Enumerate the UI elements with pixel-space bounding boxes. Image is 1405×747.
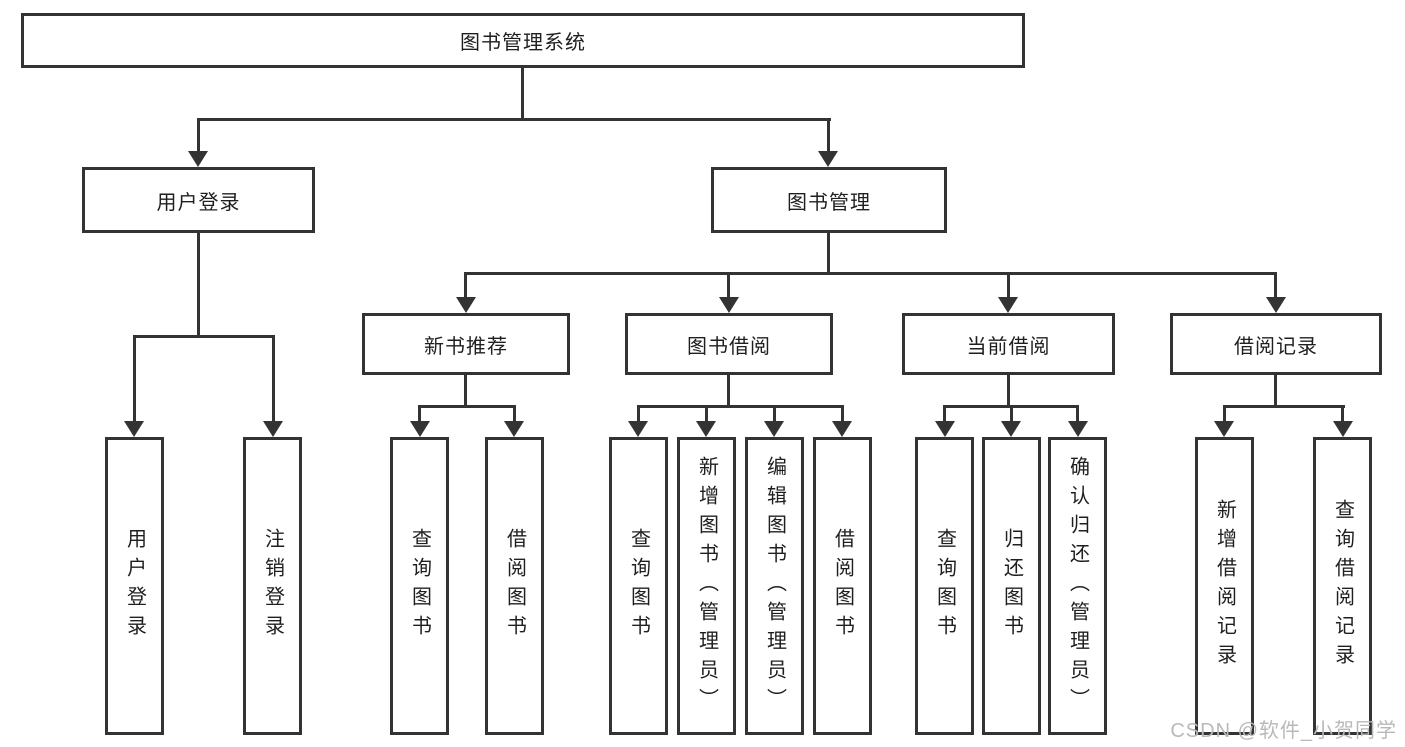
arrow-down-icon [935, 421, 955, 437]
node-new-book-recommendation: 新书推荐 [362, 313, 570, 375]
arrow-down-icon [1068, 421, 1088, 437]
connector-line [827, 118, 830, 154]
connector-line [1341, 405, 1344, 423]
connector-line [133, 335, 275, 338]
leaf-label: 新增图书（管理员） [695, 455, 718, 717]
leaf-logout: 注销登录 [243, 437, 302, 735]
connector-line [521, 68, 524, 120]
leaf-return-books: 归还图书 [982, 437, 1041, 735]
arrow-down-icon [188, 151, 208, 167]
leaf-add-borrow-record: 新增借阅记录 [1195, 437, 1254, 735]
connector-line [1007, 272, 1010, 299]
connector-line [727, 375, 730, 405]
connector-line [637, 405, 640, 423]
leaf-query-books-recommend: 查询图书 [390, 437, 449, 735]
csdn-watermark: CSDN @软件_小贺同学 [1170, 720, 1397, 742]
connector-line [943, 405, 946, 423]
node-library-management-system: 图书管理系统 [21, 13, 1025, 68]
arrow-down-icon [832, 421, 852, 437]
node-book-management: 图书管理 [711, 167, 947, 233]
leaf-edit-books-admin: 编辑图书（管理员） [745, 437, 804, 735]
arrow-down-icon [456, 297, 476, 313]
arrow-down-icon [998, 297, 1018, 313]
arrow-down-icon [818, 151, 838, 167]
leaf-label: 查询借阅记录 [1331, 499, 1354, 673]
leaf-label: 编辑图书（管理员） [763, 455, 786, 717]
leaf-query-books-borrowing: 查询图书 [609, 437, 668, 735]
arrow-down-icon [1266, 297, 1286, 313]
connector-line [841, 405, 844, 423]
leaf-label: 查询图书 [933, 528, 956, 644]
connector-line [1007, 375, 1010, 405]
connector-line [1223, 405, 1226, 423]
connector-line [133, 335, 136, 423]
connector-line [464, 375, 467, 405]
arrow-down-icon [696, 421, 716, 437]
leaf-label: 借阅图书 [503, 528, 526, 644]
leaf-label: 新增借阅记录 [1213, 499, 1236, 673]
connector-line [637, 405, 844, 408]
leaf-label: 确认归还（管理员） [1066, 455, 1089, 717]
connector-line [1223, 405, 1345, 408]
connector-line [464, 272, 467, 299]
arrow-down-icon [410, 421, 430, 437]
leaf-query-books-current: 查询图书 [915, 437, 974, 735]
node-book-borrowing: 图书借阅 [625, 313, 833, 375]
connector-line [1010, 405, 1013, 423]
connector-line [513, 405, 516, 423]
connector-line [197, 233, 200, 335]
connector-line [197, 118, 200, 154]
connector-line [464, 272, 1277, 275]
arrow-down-icon [1333, 421, 1353, 437]
leaf-add-books-admin: 新增图书（管理员） [677, 437, 736, 735]
connector-line [1274, 375, 1277, 405]
leaf-label: 归还图书 [1000, 528, 1023, 644]
leaf-query-borrow-record: 查询借阅记录 [1313, 437, 1372, 735]
connector-line [773, 405, 776, 423]
arrow-down-icon [628, 421, 648, 437]
arrow-down-icon [719, 297, 739, 313]
connector-line [197, 118, 831, 121]
arrow-down-icon [1214, 421, 1234, 437]
arrow-down-icon [1001, 421, 1021, 437]
connector-line [418, 405, 516, 408]
leaf-label: 用户登录 [123, 528, 146, 644]
leaf-label: 注销登录 [261, 528, 284, 644]
arrow-down-icon [504, 421, 524, 437]
leaf-label: 借阅图书 [831, 528, 854, 644]
arrow-down-icon [764, 421, 784, 437]
connector-line [705, 405, 708, 423]
connector-line [1274, 272, 1277, 299]
node-borrowing-records: 借阅记录 [1170, 313, 1382, 375]
connector-line [1076, 405, 1079, 423]
connector-line [727, 272, 730, 299]
leaf-label: 查询图书 [408, 528, 431, 644]
connector-line [418, 405, 421, 423]
arrow-down-icon [124, 421, 144, 437]
node-current-borrowing: 当前借阅 [902, 313, 1115, 375]
leaf-borrow-books-recommend: 借阅图书 [485, 437, 544, 735]
leaf-user-login: 用户登录 [105, 437, 164, 735]
connector-line [272, 335, 275, 423]
leaf-borrow-books-borrowing: 借阅图书 [813, 437, 872, 735]
leaf-label: 查询图书 [627, 528, 650, 644]
node-user-login: 用户登录 [82, 167, 315, 233]
arrow-down-icon [263, 421, 283, 437]
connector-line [827, 233, 830, 272]
leaf-confirm-return-admin: 确认归还（管理员） [1048, 437, 1107, 735]
